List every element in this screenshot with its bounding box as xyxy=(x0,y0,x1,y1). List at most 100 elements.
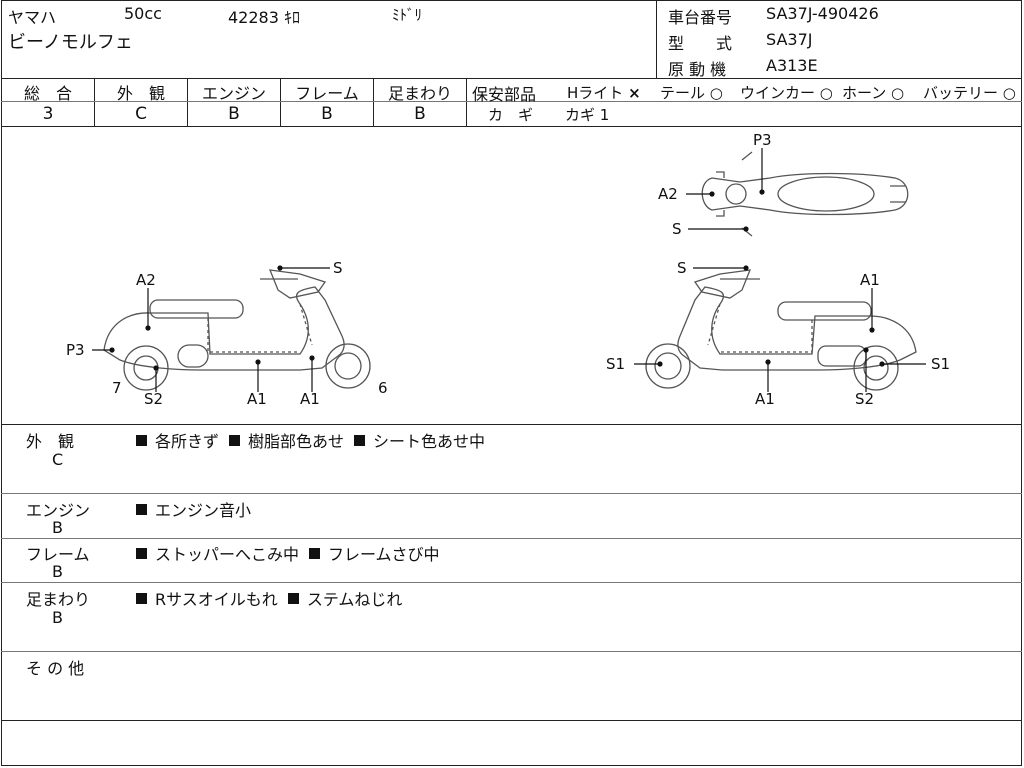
note-items-suspension: Rサスオイルもれ ステムねじれ xyxy=(136,586,412,610)
diagram-label: S xyxy=(672,220,682,238)
diagram-label: 6 xyxy=(378,379,388,397)
note-category-suspension: 足まわり xyxy=(26,590,91,609)
safety-item-tail: テール ○ xyxy=(660,82,723,103)
note-item: Rサスオイルもれ xyxy=(155,590,278,609)
grade-exterior-label: 外 観 xyxy=(116,84,165,103)
diagram-label: S xyxy=(677,259,687,277)
safety-item-name: バッテリー xyxy=(923,84,999,102)
frame-no: SA37J-490426 xyxy=(766,4,879,23)
note-item: エンジン音小 xyxy=(155,501,252,520)
note-category-exterior: 外 観 xyxy=(26,432,75,451)
note-grade-engine: B xyxy=(52,518,63,537)
bullet-icon xyxy=(136,548,147,559)
diagram-label: S2 xyxy=(144,390,163,408)
bullet-icon xyxy=(287,593,299,604)
safety-item-status: × xyxy=(628,84,641,102)
note-item: ステムねじれ xyxy=(306,590,403,609)
note-items-engine: エンジン音小 xyxy=(136,497,261,521)
grade-divider xyxy=(187,78,188,126)
safety-item-status: ○ xyxy=(891,84,905,102)
grade-divider xyxy=(280,78,281,126)
note-rule xyxy=(1,582,1022,583)
diagram-label: A1 xyxy=(300,390,320,408)
safety-item-battery: バッテリー ○ xyxy=(923,82,1016,103)
note-item: フレームさび中 xyxy=(328,545,440,564)
grade-frame-label: フレーム xyxy=(295,84,359,103)
bullet-icon xyxy=(136,593,147,604)
diagram-bottom-rule xyxy=(1,424,1022,425)
diagram-label: 7 xyxy=(112,379,122,397)
note-rule xyxy=(1,720,1022,721)
scooter-left-outline xyxy=(103,269,371,391)
note-item: ストッパーへこみ中 xyxy=(155,545,300,564)
safety-item-name: テール xyxy=(660,84,706,102)
bullet-icon xyxy=(354,435,366,446)
diagram-label: S2 xyxy=(855,390,874,408)
grade-suspension: B xyxy=(414,104,426,124)
note-item: 各所きず xyxy=(155,432,220,451)
header-bottom-rule xyxy=(1,78,1022,79)
mileage: 42283 ｷﾛ xyxy=(228,8,300,27)
grade-engine: B xyxy=(228,104,240,124)
diagram-label: S1 xyxy=(606,355,625,373)
safety-mid-rule xyxy=(466,101,1022,102)
scooter-top-outline xyxy=(701,151,909,237)
body-color: ﾐﾄﾞﾘ xyxy=(392,6,423,24)
diagram-label: P3 xyxy=(66,341,85,359)
damage-diagram: S A2 P3 7 S2 A1 A1 6 S A1 S1 A1 S2 S1 P3… xyxy=(66,131,950,408)
safety-item-status: ○ xyxy=(819,84,833,102)
note-item: シート色あせ中 xyxy=(373,432,486,451)
diagram-label: S xyxy=(333,259,343,277)
grade-suspension-label: 足まわり xyxy=(387,84,452,103)
diagram-labels-left: S A2 P3 7 S2 A1 A1 6 xyxy=(66,259,388,408)
note-grade-suspension: B xyxy=(52,608,63,627)
diagram-label: A1 xyxy=(860,271,880,289)
safety-item-winker: ウインカー ○ xyxy=(740,82,833,103)
note-category-other: そ の 他 xyxy=(26,659,85,678)
key-value: カギ 1 xyxy=(565,106,610,124)
note-grade-frame: B xyxy=(52,562,63,581)
grade-bottom-rule xyxy=(1,126,1022,127)
note-rule xyxy=(1,538,1022,539)
grade-overall-label: 総 合 xyxy=(23,84,72,103)
scooter-right-outline xyxy=(645,269,917,391)
diagram-labels-top: P3 A2 S xyxy=(658,131,772,238)
note-grade-exterior: C xyxy=(52,450,64,469)
grade-overall: 3 xyxy=(42,104,54,124)
type-label: 型 式 xyxy=(668,34,733,53)
engine-label: 原 動 機 xyxy=(668,60,727,79)
grade-engine-label: エンジン xyxy=(201,84,266,103)
note-items-exterior: 各所きず 樹脂部色あせ シート色あせ中 xyxy=(136,428,495,452)
diagram-label: A1 xyxy=(755,390,775,408)
bullet-icon xyxy=(136,435,147,446)
safety-item-name: ウインカー xyxy=(740,84,816,102)
note-category-engine: エンジン xyxy=(26,501,91,520)
grade-divider xyxy=(466,78,467,126)
safety-item-status: ○ xyxy=(709,84,723,102)
diagram-label: A2 xyxy=(136,271,156,289)
diagram-label: S1 xyxy=(931,355,950,373)
model-name: ビーノモルフェ xyxy=(8,32,133,53)
type-value: SA37J xyxy=(766,30,813,49)
safety-label: 保安部品 xyxy=(472,85,537,104)
displacement: 50cc xyxy=(124,4,162,23)
diagram-label: P3 xyxy=(753,131,772,149)
grade-divider xyxy=(94,78,95,126)
header-divider xyxy=(656,0,657,78)
diagram-labels-right: S A1 S1 A1 S2 S1 xyxy=(606,259,950,408)
diagram-label: A2 xyxy=(658,185,678,203)
grade-exterior: C xyxy=(135,104,147,124)
note-rule xyxy=(1,493,1022,494)
note-items-frame: ストッパーへこみ中 フレームさび中 xyxy=(136,541,450,565)
safety-item-horn: ホーン ○ xyxy=(842,82,904,103)
safety-item-headlight: Hライト × xyxy=(567,82,641,103)
diagram-label: A1 xyxy=(247,390,267,408)
safety-item-name: ホーン xyxy=(842,84,887,102)
note-rule xyxy=(1,651,1022,652)
key-label: カ ギ xyxy=(488,106,534,124)
engine-value: A313E xyxy=(766,56,818,75)
note-item: 樹脂部色あせ xyxy=(248,432,345,451)
grade-frame: B xyxy=(321,104,333,124)
safety-item-status: ○ xyxy=(1002,84,1016,102)
